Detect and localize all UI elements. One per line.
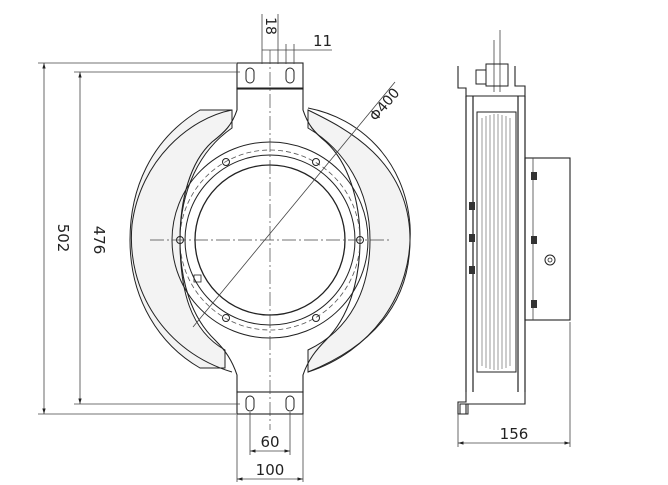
outer-ring-right xyxy=(307,109,411,373)
bottom-slot-right xyxy=(285,395,295,412)
dim-slot-width: 11 xyxy=(313,32,332,50)
dim-outer-diameter: Φ400 xyxy=(367,85,404,124)
bottom-foot xyxy=(459,403,469,415)
dim-flange-width: 100 xyxy=(256,461,285,479)
top-bracket xyxy=(457,66,526,97)
dim-total-height: 502 xyxy=(54,224,72,253)
coil-drum xyxy=(476,111,517,373)
dim-slot-spacing: 60 xyxy=(260,433,279,451)
top-slot-left xyxy=(245,67,255,84)
front-dimensions: 502 476 18 11 60 100 xyxy=(38,14,332,482)
nameplate-mark xyxy=(193,274,202,283)
top-clamp-side xyxy=(475,69,487,85)
top-clamp xyxy=(485,63,509,87)
outer-ring-left xyxy=(129,109,233,369)
coil-windings xyxy=(481,114,511,370)
bolt xyxy=(222,158,230,166)
bolt xyxy=(312,158,320,166)
front-view: Φ400 xyxy=(129,50,411,430)
bolt xyxy=(222,314,230,322)
side-view: 156 xyxy=(457,30,571,447)
cable-gland xyxy=(544,254,556,266)
bolt xyxy=(312,314,320,322)
outer-circle-right-edge xyxy=(307,107,411,373)
dim-side-depth: 156 xyxy=(500,425,529,443)
terminal-box xyxy=(524,157,571,321)
side-bolts xyxy=(469,172,537,308)
dim-hole-spacing: 476 xyxy=(90,226,108,255)
bottom-slot-left xyxy=(245,395,255,412)
outer-circle-left-edge xyxy=(130,109,233,373)
top-slot-right xyxy=(285,67,295,84)
dim-top-gap: 18 xyxy=(262,17,278,35)
diameter-leader xyxy=(192,81,396,328)
